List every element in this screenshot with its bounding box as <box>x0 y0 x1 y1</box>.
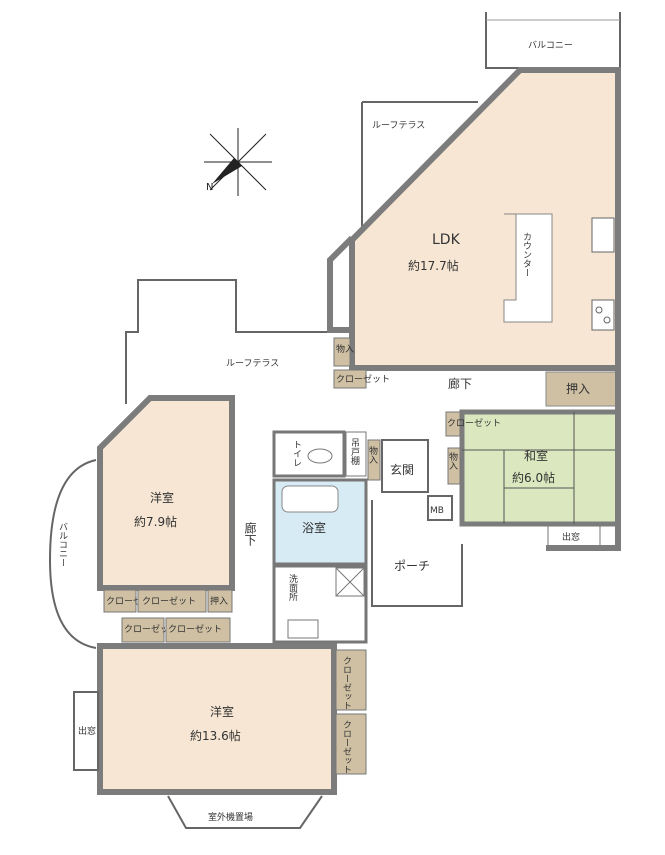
counter-label: カウンター <box>521 232 532 277</box>
roof-terrace-1-label: ルーフテラス <box>372 120 425 131</box>
outdoor-unit-label: 室外機置場 <box>208 811 253 823</box>
storage-label: 押入 <box>210 595 228 607</box>
window-left-label: 出窓 <box>78 725 96 737</box>
balcony-left-label: バルコニー <box>57 522 68 567</box>
hallway-mid-label: 廊下 <box>243 521 257 546</box>
porch-outline <box>371 500 463 607</box>
japanese-room <box>459 409 621 527</box>
closet-7-label: クローゼット <box>336 373 390 385</box>
porch-label: ポーチ <box>394 559 430 573</box>
western-room-2 <box>97 643 337 795</box>
western-room-1 <box>97 395 235 591</box>
compass-rose-icon: N <box>204 128 272 196</box>
wash-basin-icon <box>287 619 319 639</box>
ldk-area: 約17.7帖 <box>408 258 459 273</box>
closet-5-label: クローゼット <box>341 656 352 710</box>
closet-4-label: クローゼット <box>168 623 222 635</box>
storage-mid-label: 物入 <box>447 451 458 470</box>
western-1-name: 洋室 <box>150 490 174 505</box>
toilet-room <box>272 430 346 478</box>
storage-left-label: 物入 <box>367 445 378 464</box>
roof-terrace-left-outline <box>125 279 340 404</box>
western-2-area: 約13.6帖 <box>190 728 241 743</box>
storage-small-label: 物入 <box>336 343 354 355</box>
entrance-label: 玄関 <box>390 462 414 477</box>
entrance <box>381 439 429 493</box>
western-2-name: 洋室 <box>210 704 234 719</box>
window-right-label: 出窓 <box>562 531 580 543</box>
closet-3-label: クローゼット <box>124 623 178 635</box>
shelf-label: 吊戸棚 <box>349 438 360 466</box>
sink-icon <box>591 217 615 253</box>
balcony-left-outline <box>48 459 97 649</box>
toilet-label: トイレ <box>291 440 302 467</box>
closet-6-label: クローゼット <box>447 417 501 429</box>
svg-text:N: N <box>206 182 213 193</box>
balcony-top-label: バルコニー <box>528 40 573 51</box>
roof-terrace-2-label: ルーフテラス <box>226 358 279 369</box>
roof-terrace-top-outline <box>352 102 363 239</box>
washroom-label: 洗面所 <box>287 573 298 602</box>
western-1-area: 約7.9帖 <box>134 514 177 529</box>
toilet-icon <box>307 448 333 464</box>
stove-icon <box>591 299 615 331</box>
bath-label: 浴室 <box>302 520 326 535</box>
ldk-room <box>349 67 621 371</box>
futon-label: 押入 <box>566 382 590 396</box>
bathtub-icon <box>281 485 339 513</box>
closet-2-label: クローゼット <box>142 595 196 607</box>
japanese-area: 約6.0帖 <box>512 470 555 485</box>
hallway-top-label: 廊下 <box>448 376 472 391</box>
mb-label: MB <box>430 506 444 516</box>
closet-5b-label: クローゼット <box>341 720 352 774</box>
ldk-name: LDK <box>432 232 461 248</box>
japanese-name: 和室 <box>524 448 548 463</box>
